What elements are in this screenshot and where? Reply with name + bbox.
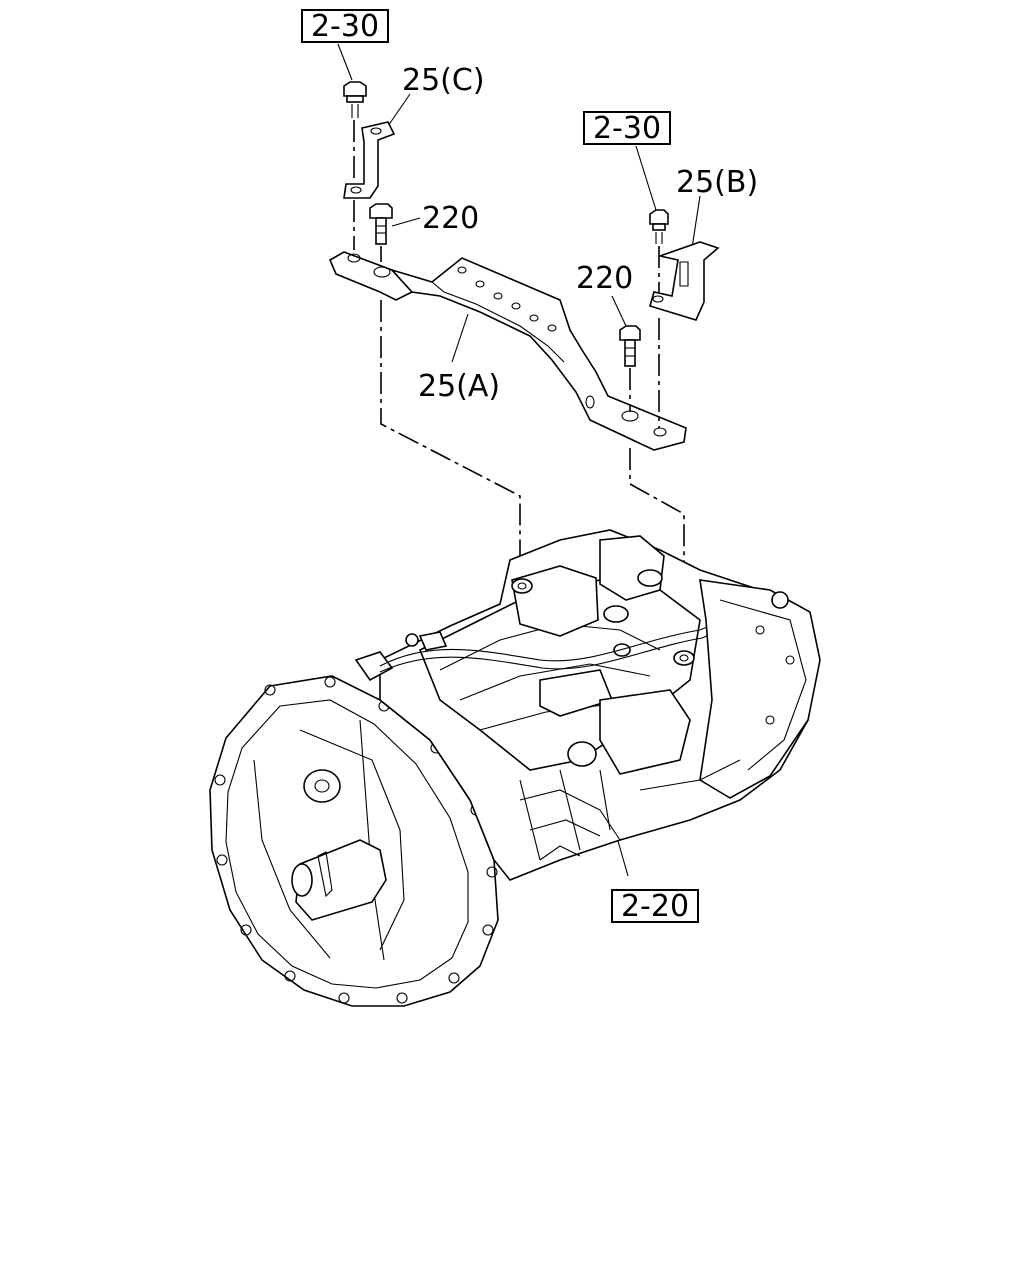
label-bracket-25b: 25(B) bbox=[676, 165, 758, 200]
label-bracket-25a: 25(A) bbox=[418, 369, 500, 404]
ref-box-2-30-top-left[interactable]: 2-30 bbox=[301, 9, 389, 44]
label-bracket-25c: 25(C) bbox=[402, 63, 485, 98]
ref-label-2-20: 2-20 bbox=[621, 889, 689, 924]
transmission-assembly-icon bbox=[209, 529, 821, 1007]
bracket-25c-icon bbox=[343, 121, 396, 199]
bolt-right-icon bbox=[649, 209, 669, 244]
ref-label-2-30-top-right: 2-30 bbox=[593, 111, 661, 146]
label-bolt-220-left: 220 bbox=[422, 201, 479, 236]
leader-lines bbox=[337, 43, 701, 877]
label-bolt-220-right: 220 bbox=[576, 261, 633, 296]
bolt-icon bbox=[343, 81, 367, 118]
ref-box-2-20-bottom[interactable]: 2-20 bbox=[611, 889, 699, 924]
bolt-220-right-icon bbox=[619, 325, 641, 367]
ref-box-2-30-top-right[interactable]: 2-30 bbox=[583, 111, 671, 146]
ref-label-2-30-top-left: 2-30 bbox=[311, 9, 379, 44]
bracket-25a-icon bbox=[328, 251, 687, 451]
bolt-220-left-icon bbox=[369, 203, 393, 245]
bracket-25b-icon bbox=[649, 241, 720, 321]
